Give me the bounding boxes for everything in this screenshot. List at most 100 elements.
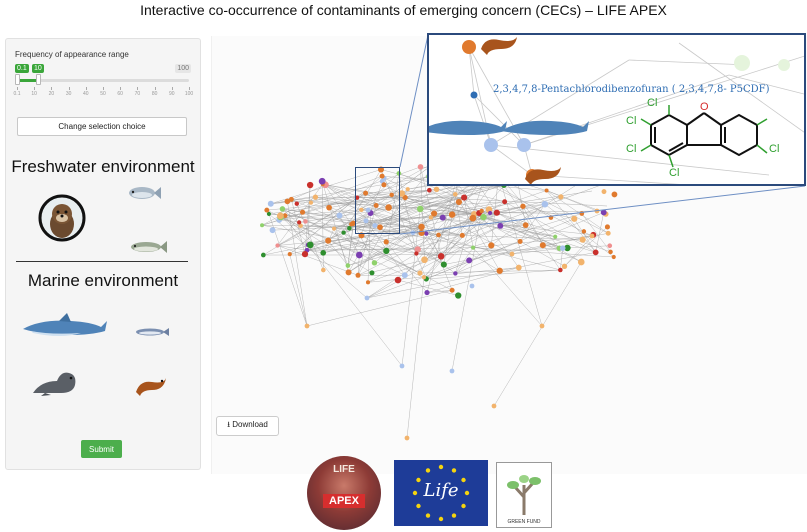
graph-node[interactable] bbox=[379, 173, 385, 179]
graph-node[interactable] bbox=[414, 251, 419, 256]
graph-node[interactable] bbox=[308, 200, 314, 205]
graph-node[interactable] bbox=[299, 209, 306, 215]
graph-node[interactable] bbox=[417, 270, 423, 276]
graph-node[interactable] bbox=[275, 243, 280, 248]
range-slider-min-handle[interactable] bbox=[15, 74, 20, 85]
graph-node[interactable] bbox=[433, 186, 440, 192]
graph-node[interactable] bbox=[294, 201, 299, 206]
graph-node[interactable] bbox=[520, 203, 526, 209]
graph-node[interactable] bbox=[455, 292, 462, 299]
graph-node[interactable] bbox=[592, 249, 599, 256]
graph-node[interactable] bbox=[318, 177, 326, 185]
graph-node[interactable] bbox=[502, 199, 508, 205]
range-slider-track[interactable] bbox=[17, 79, 189, 82]
change-selection-button[interactable]: Change selection choice bbox=[17, 117, 187, 136]
graph-node[interactable] bbox=[487, 210, 493, 216]
graph-node[interactable] bbox=[276, 212, 284, 220]
graph-node[interactable] bbox=[611, 254, 616, 260]
graph-node[interactable] bbox=[325, 237, 332, 244]
graph-node[interactable] bbox=[365, 280, 371, 285]
graph-node[interactable] bbox=[541, 200, 549, 208]
graph-node[interactable] bbox=[452, 191, 458, 197]
graph-node[interactable] bbox=[418, 229, 425, 237]
graph-node[interactable] bbox=[558, 267, 563, 273]
range-slider-max-handle[interactable] bbox=[36, 74, 41, 85]
graph-node[interactable] bbox=[539, 323, 545, 329]
graph-node[interactable] bbox=[320, 249, 327, 256]
fish-icon[interactable] bbox=[128, 239, 168, 260]
graph-node[interactable] bbox=[469, 283, 475, 289]
graph-node[interactable] bbox=[424, 289, 430, 296]
graph-node[interactable] bbox=[377, 166, 385, 173]
graph-node[interactable] bbox=[581, 229, 587, 234]
submit-button[interactable]: Submit bbox=[81, 440, 122, 458]
graph-node[interactable] bbox=[396, 171, 402, 176]
graph-node[interactable] bbox=[611, 191, 618, 198]
graph-node[interactable] bbox=[437, 253, 445, 260]
graph-node[interactable] bbox=[459, 232, 465, 238]
graph-node[interactable] bbox=[399, 363, 405, 369]
graph-node[interactable] bbox=[306, 181, 314, 189]
graph-node[interactable] bbox=[421, 256, 428, 264]
graph-node[interactable] bbox=[345, 269, 352, 276]
graph-node[interactable] bbox=[449, 287, 455, 293]
graph-node[interactable] bbox=[479, 208, 484, 214]
graph-node[interactable] bbox=[267, 200, 274, 207]
graph-node[interactable] bbox=[373, 202, 379, 208]
graph-node[interactable] bbox=[321, 267, 326, 273]
graph-node[interactable] bbox=[304, 323, 310, 329]
graph-node[interactable] bbox=[383, 247, 390, 255]
graph-node[interactable] bbox=[355, 272, 361, 278]
graph-node[interactable] bbox=[369, 270, 375, 276]
graph-node[interactable] bbox=[428, 215, 434, 220]
fish-icon[interactable] bbox=[126, 184, 162, 207]
graph-node[interactable] bbox=[260, 223, 265, 228]
graph-node[interactable] bbox=[336, 212, 343, 219]
graph-node[interactable] bbox=[497, 222, 504, 229]
otter-icon[interactable] bbox=[38, 194, 86, 247]
graph-node[interactable] bbox=[594, 208, 600, 214]
graph-node[interactable] bbox=[401, 272, 408, 279]
graph-node[interactable] bbox=[517, 238, 523, 244]
graph-node[interactable] bbox=[363, 190, 369, 196]
graph-node[interactable] bbox=[453, 271, 458, 276]
graph-node[interactable] bbox=[604, 224, 610, 230]
graph-node[interactable] bbox=[449, 368, 455, 374]
graph-node[interactable] bbox=[264, 207, 270, 213]
graph-node[interactable] bbox=[439, 214, 446, 221]
graph-node[interactable] bbox=[553, 234, 558, 239]
graph-node[interactable] bbox=[371, 260, 378, 266]
graph-node[interactable] bbox=[579, 236, 586, 243]
graph-node[interactable] bbox=[287, 252, 292, 257]
graph-node[interactable] bbox=[601, 189, 607, 195]
graph-node[interactable] bbox=[349, 222, 354, 227]
graph-node[interactable] bbox=[480, 213, 487, 221]
eel-icon[interactable] bbox=[134, 374, 168, 403]
graph-node[interactable] bbox=[509, 251, 515, 257]
graph-node[interactable] bbox=[279, 206, 286, 212]
graph-node[interactable] bbox=[558, 194, 564, 200]
graph-node[interactable] bbox=[607, 243, 613, 249]
graph-node[interactable] bbox=[414, 246, 421, 253]
graph-node[interactable] bbox=[493, 209, 500, 216]
graph-node[interactable] bbox=[260, 252, 266, 258]
graph-node[interactable] bbox=[427, 187, 432, 193]
graph-node[interactable] bbox=[389, 192, 394, 198]
graph-node[interactable] bbox=[385, 204, 392, 211]
graph-node[interactable] bbox=[488, 242, 495, 249]
graph-node[interactable] bbox=[297, 220, 302, 225]
graph-node[interactable] bbox=[284, 198, 291, 205]
graph-node[interactable] bbox=[341, 230, 346, 235]
graph-node[interactable] bbox=[469, 214, 477, 222]
graph-node[interactable] bbox=[605, 230, 611, 236]
graph-node[interactable] bbox=[539, 242, 546, 249]
graph-node[interactable] bbox=[544, 188, 549, 193]
graph-node[interactable] bbox=[364, 295, 370, 301]
graph-node[interactable] bbox=[600, 209, 607, 216]
graph-node[interactable] bbox=[491, 403, 497, 409]
graph-node[interactable] bbox=[577, 258, 585, 266]
graph-node[interactable] bbox=[418, 223, 425, 231]
graph-node[interactable] bbox=[440, 261, 447, 268]
graph-node[interactable] bbox=[266, 211, 272, 217]
graph-node[interactable] bbox=[608, 249, 613, 255]
